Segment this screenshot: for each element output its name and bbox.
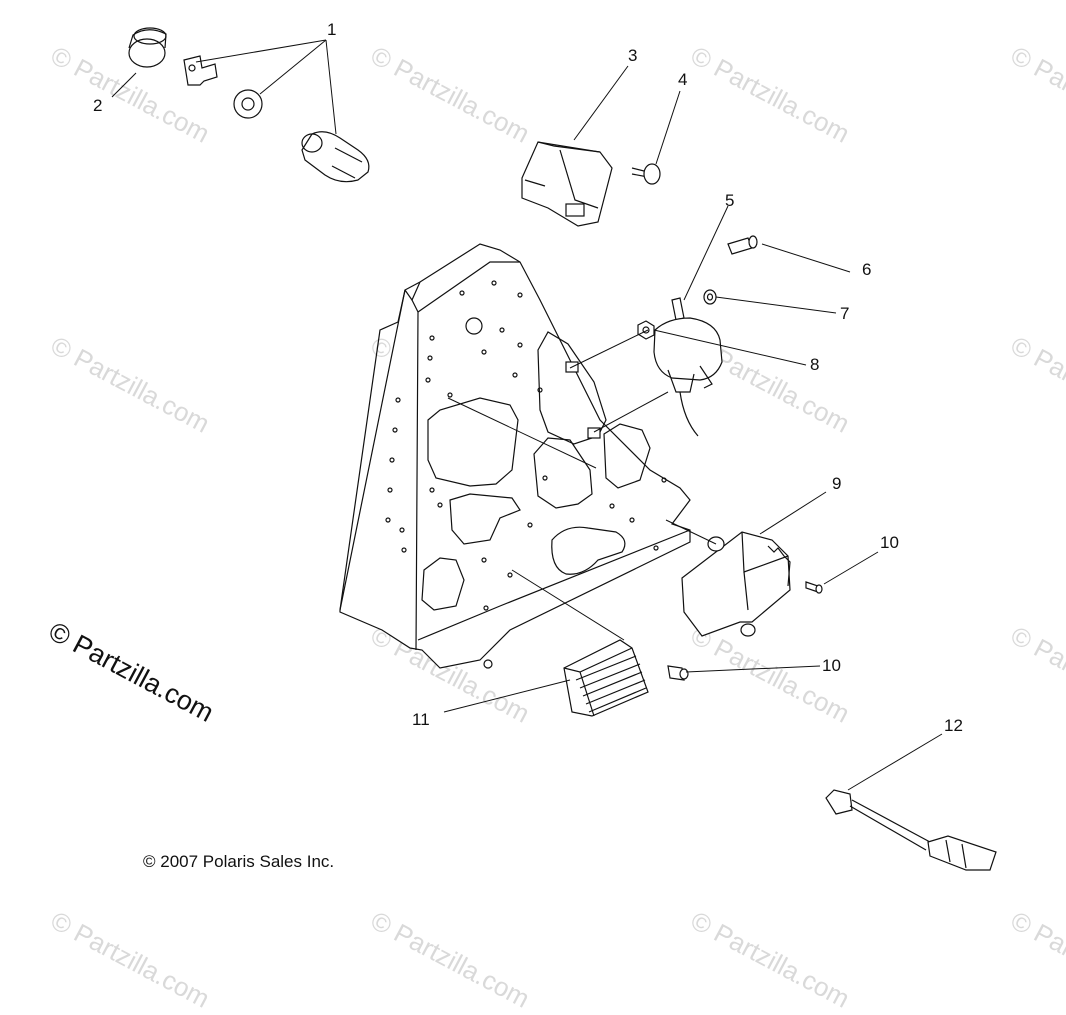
callout-9: 9 — [832, 474, 842, 493]
callout-7: 7 — [840, 304, 850, 323]
part-12-sensor[interactable] — [825, 789, 997, 871]
callout-2: 2 — [93, 96, 103, 115]
leader-lines — [111, 39, 943, 791]
part-6-bolt[interactable] — [727, 235, 758, 255]
callout-3: 3 — [628, 46, 638, 65]
part-8-nut[interactable] — [637, 320, 655, 340]
mounting-plate[interactable] — [339, 243, 691, 669]
callout-6: 6 — [862, 260, 872, 279]
part-4-screw[interactable] — [631, 163, 661, 185]
callout-4: 4 — [678, 70, 688, 89]
part-1-ignition-switch[interactable] — [183, 55, 370, 183]
callout-10-lower: 10 — [822, 656, 841, 675]
callout-5: 5 — [725, 191, 735, 210]
part-2-cap[interactable] — [128, 27, 167, 68]
callout-1: 1 — [327, 20, 337, 39]
part-9-cdi-box[interactable] — [681, 531, 791, 637]
part-5-coil[interactable] — [653, 297, 723, 437]
part-3-module[interactable] — [521, 141, 613, 227]
callout-11: 11 — [412, 710, 430, 729]
copyright-text: © 2007 Polaris Sales Inc. — [143, 852, 335, 871]
part-10-screw-upper[interactable] — [805, 581, 823, 594]
callout-8: 8 — [810, 355, 820, 374]
part-7-washer[interactable] — [703, 289, 717, 305]
part-11-regulator[interactable] — [563, 639, 649, 717]
callout-10-upper: 10 — [880, 533, 899, 552]
callout-12: 12 — [944, 716, 963, 735]
part-10-screw-lower[interactable] — [667, 665, 689, 681]
parts-diagram — [111, 27, 997, 871]
